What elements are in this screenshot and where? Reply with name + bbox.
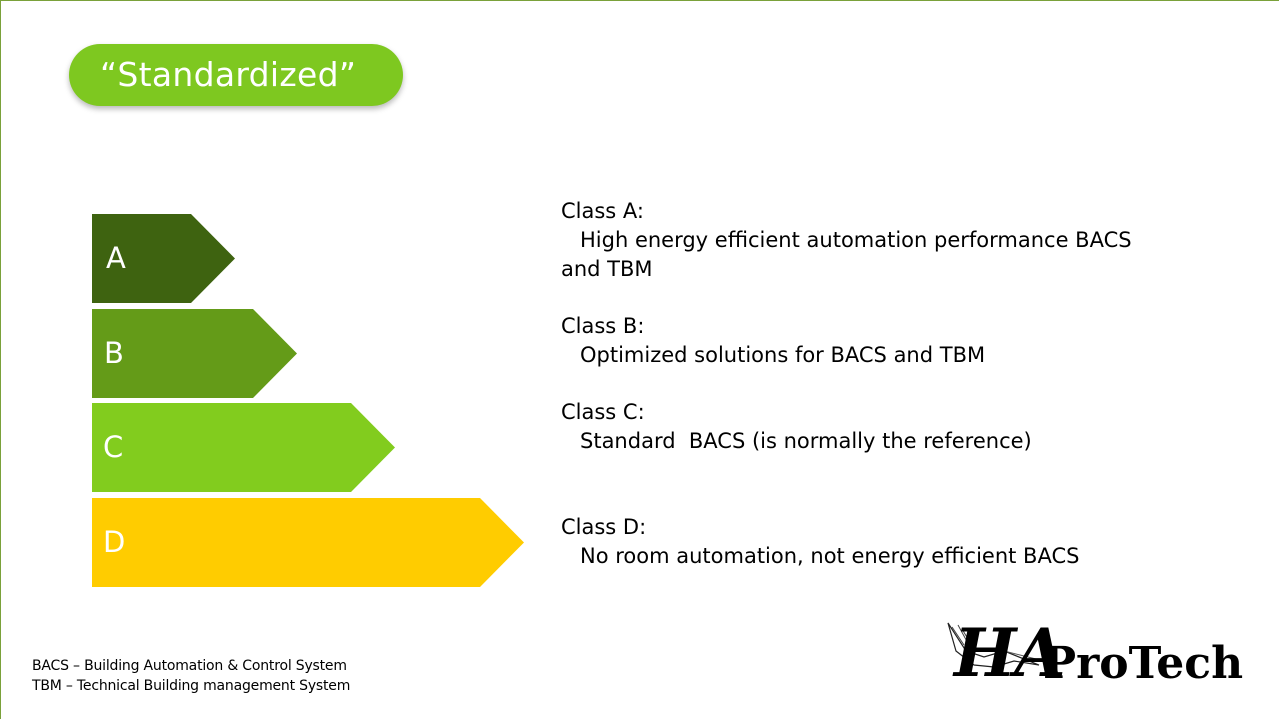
class-d-arrow: D: [92, 498, 524, 587]
class-d-description: Class D: No room automation, not energy …: [561, 513, 1161, 571]
class-c-text: Standard BACS (is normally the reference…: [580, 429, 1032, 453]
slide-title: “Standardized”: [69, 44, 403, 106]
class-b-text: Optimized solutions for BACS and TBM: [580, 343, 986, 367]
logo-name: ProTech: [1043, 638, 1244, 689]
logo-monogram: HA: [954, 614, 1066, 692]
company-logo: HA ProTech: [940, 614, 1244, 695]
class-a-heading: Class A:: [561, 199, 644, 223]
class-d-text: No room automation, not energy efficient…: [580, 544, 1080, 568]
bird-icon: [947, 622, 1045, 668]
class-d-heading: Class D:: [561, 515, 647, 539]
class-c-heading: Class C:: [561, 400, 645, 424]
footnote-tbm: TBM – Technical Building management Syst…: [32, 678, 351, 694]
class-a-arrow: A: [92, 214, 235, 303]
class-b-arrow: B: [92, 309, 297, 398]
class-a-text: High energy efficient automation perform…: [561, 228, 1132, 281]
class-b-description: Class B: Optimized solutions for BACS an…: [561, 312, 1161, 370]
class-a-description: Class A: High energy efficient automatio…: [561, 197, 1161, 284]
footnote-bacs: BACS – Building Automation & Control Sys…: [32, 658, 347, 674]
class-c-description: Class C: Standard BACS (is normally the …: [561, 398, 1161, 456]
class-b-heading: Class B:: [561, 314, 645, 338]
class-c-arrow: C: [92, 403, 395, 492]
